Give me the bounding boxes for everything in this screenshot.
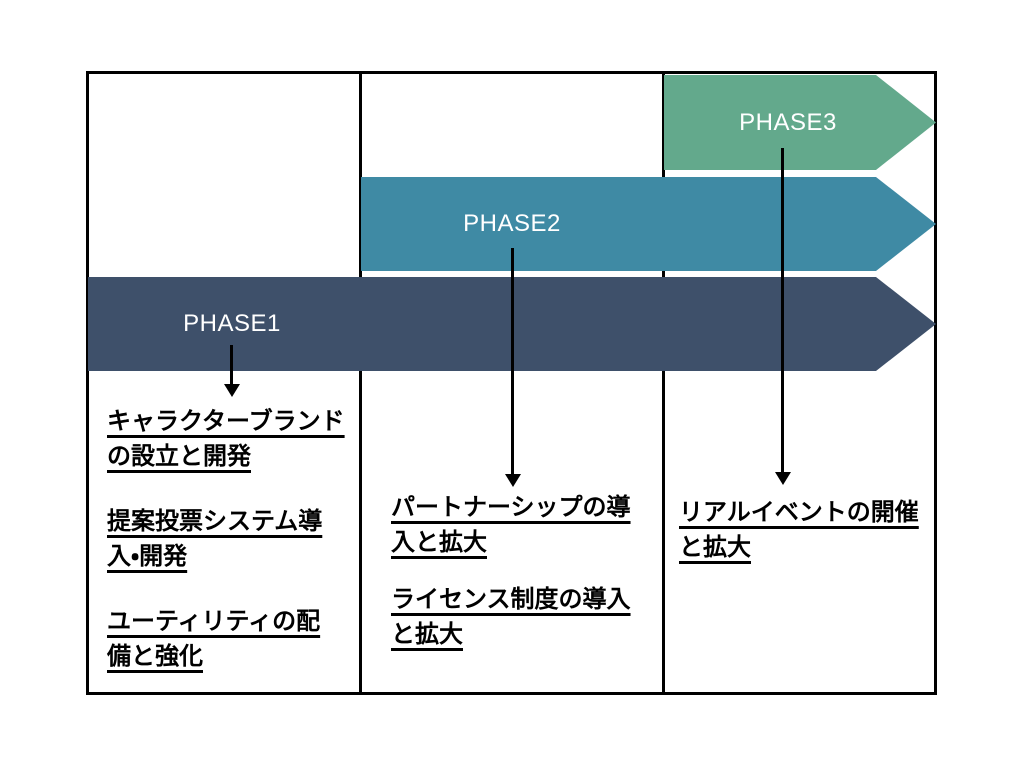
phase1-task-1: キャラクターブランド の設立と開発 bbox=[107, 408, 345, 470]
phase2-task-2: ライセンス制度の導入 と拡大 bbox=[391, 586, 631, 648]
phase3-banner: PHASE3 bbox=[664, 75, 936, 170]
grid-frame bbox=[86, 71, 937, 695]
phase2-task-1: パートナーシップの導 入と拡大 bbox=[391, 494, 631, 556]
phase1-connector-arrow bbox=[223, 345, 240, 397]
phase2-banner: PHASE2 bbox=[361, 177, 936, 271]
phase3-task-1: リアルイベントの開催 と拡大 bbox=[679, 499, 919, 561]
phase2-label: PHASE2 bbox=[463, 210, 561, 237]
down-arrow-icon bbox=[223, 384, 240, 397]
phase3-label: PHASE3 bbox=[739, 108, 837, 136]
column-divider-2 bbox=[662, 71, 665, 695]
down-arrow-icon bbox=[504, 474, 521, 487]
phase1-task-3: ユーティリティの配 備と強化 bbox=[107, 608, 321, 670]
phase3-connector-arrow bbox=[774, 148, 791, 485]
phase1-label: PHASE1 bbox=[183, 310, 281, 337]
phase2-connector-arrow bbox=[504, 248, 521, 487]
down-arrow-icon bbox=[774, 472, 791, 485]
column-divider-1 bbox=[359, 71, 362, 695]
phase1-task-2: 提案投票システム導 入・開発 bbox=[107, 508, 323, 570]
